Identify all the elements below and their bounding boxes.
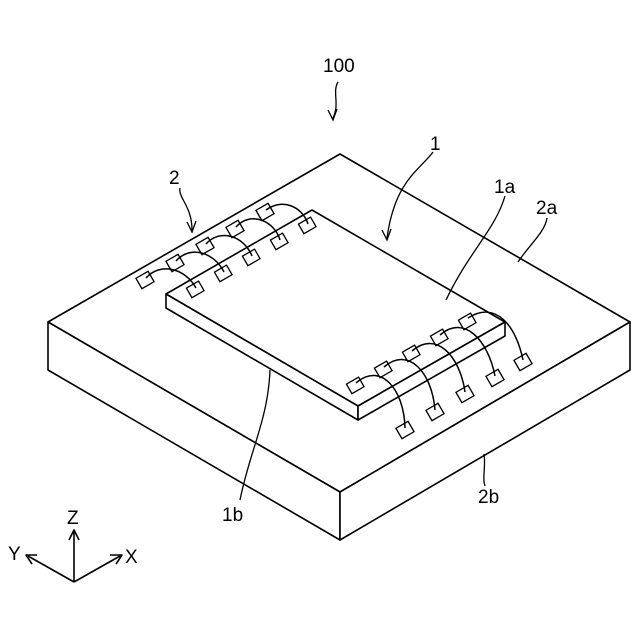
label-chip-side: 1b [222, 505, 243, 526]
label-axis-y: Y [8, 544, 21, 565]
label-axis-z: Z [67, 508, 79, 529]
label-substrate-top: 2a [536, 198, 558, 219]
y-axis [28, 556, 74, 582]
label-axis-x: X [125, 547, 138, 568]
label-substrate-side: 2b [478, 487, 499, 508]
label-chip-top: 1a [494, 177, 516, 198]
axes [26, 530, 122, 582]
x-axis [74, 556, 120, 582]
label-assembly: 100 [323, 56, 355, 77]
label-substrate: 2 [169, 168, 180, 189]
label-chip: 1 [430, 134, 441, 155]
